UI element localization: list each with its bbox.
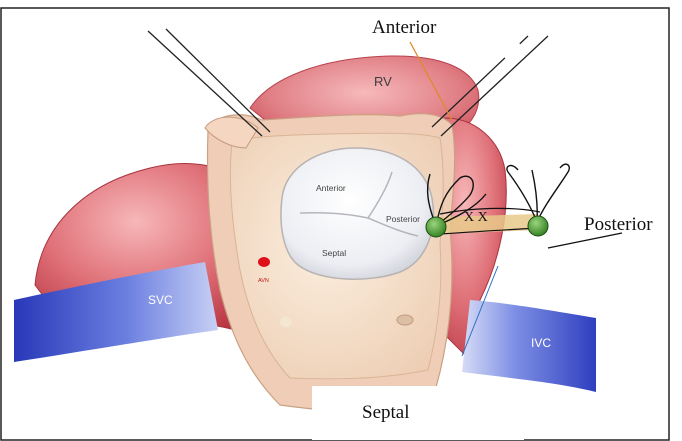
av-node-marker — [258, 257, 270, 267]
suture-marks-label: X X — [464, 210, 488, 225]
posterior-outer-label: Posterior — [584, 214, 653, 235]
avn-label: AVN — [258, 278, 269, 284]
septal-leaflet-label: Septal — [322, 248, 346, 258]
ivc-label: IVC — [531, 336, 551, 350]
svc-label: SVC — [148, 293, 173, 307]
posterior-leaflet-label: Posterior — [386, 214, 420, 224]
pledget-right — [528, 216, 548, 236]
anterior-leaflet-label: Anterior — [316, 183, 346, 193]
septal-outer-label: Septal — [362, 402, 410, 423]
anterior-outer-label: Anterior — [372, 17, 437, 38]
septal-label-box — [312, 386, 524, 440]
coronary-sinus-ostium — [397, 315, 413, 325]
rv-label: RV — [374, 74, 392, 89]
pledget-left — [426, 217, 446, 237]
small-fossa — [280, 317, 292, 327]
